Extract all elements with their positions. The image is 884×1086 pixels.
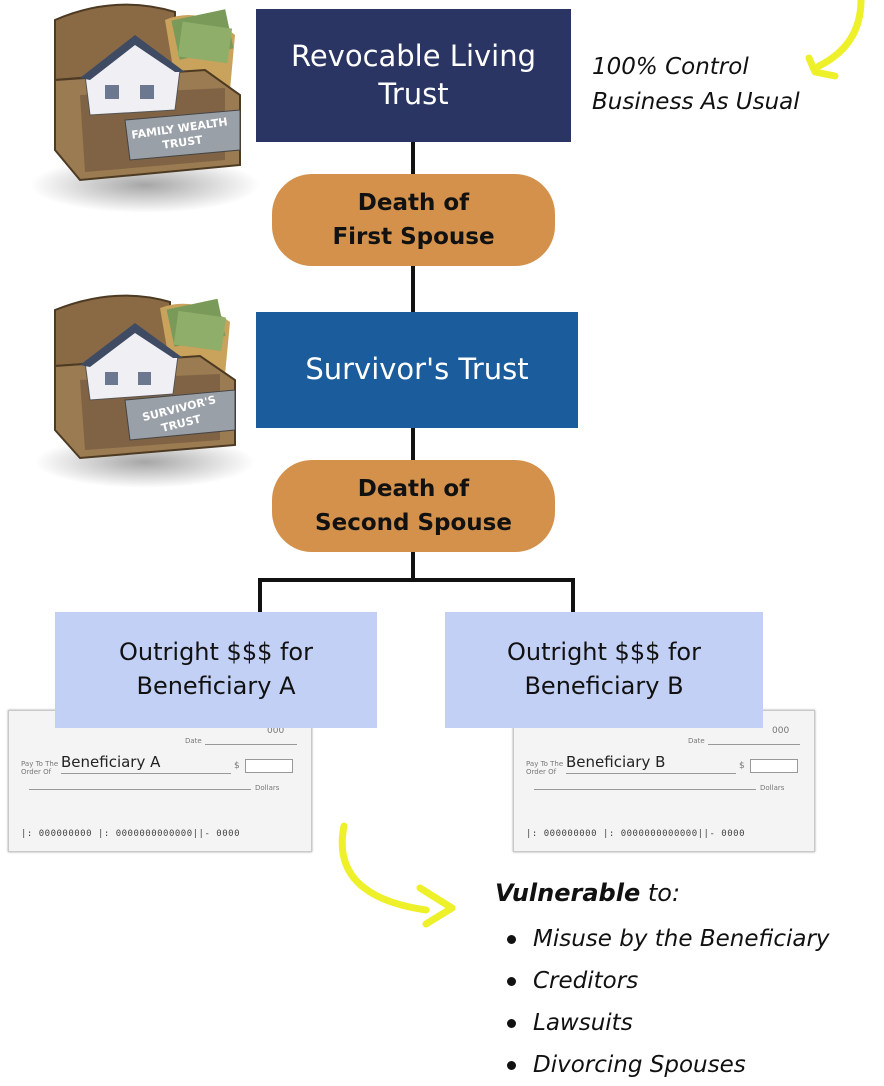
vulnerable-heading-rest: to:	[640, 879, 681, 907]
beneficiary-a-box: Outright $$$ for Beneficiary A	[55, 612, 377, 728]
check-beneficiary-b: 000 Date Pay To The Order Of Beneficiary…	[513, 710, 815, 852]
beneficiary-b-box: Outright $$$ for Beneficiary B	[445, 612, 763, 728]
beneficiary-a-line-2: Beneficiary A	[136, 672, 296, 700]
vulnerable-heading-bold: Vulnerable	[495, 879, 641, 907]
list-item: Creditors	[495, 960, 830, 1002]
list-item: Divorcing Spouses	[495, 1044, 830, 1086]
chest-top-label-2: TRUST	[162, 133, 204, 152]
control-note: 100% Control Business As Usual	[592, 50, 800, 119]
check-b-payee: Beneficiary B	[566, 753, 666, 771]
yellow-curved-arrow-top-icon	[805, 0, 865, 80]
first-death-line-1: Death of	[357, 189, 470, 216]
list-item: Lawsuits	[495, 1002, 830, 1044]
connector-first-death-to-survivor	[411, 266, 415, 312]
check-a-amount-box	[245, 759, 293, 773]
check-a-number: 000	[267, 726, 285, 736]
control-note-line-1: 100% Control	[592, 54, 749, 80]
check-b-amount-box	[750, 759, 798, 773]
connector-branch-horizontal	[258, 578, 575, 582]
second-death-line-1: Death of	[357, 475, 470, 502]
check-b-pay-label: Pay To The Order Of	[526, 760, 564, 776]
connector-survivor-to-second-death	[411, 428, 415, 460]
connector-branch-left	[258, 578, 262, 612]
check-a-pay-label: Pay To The Order Of	[21, 760, 59, 776]
check-a-dollars-rule	[29, 789, 251, 790]
check-a-payee-rule	[61, 773, 231, 774]
check-a-currency: $	[234, 761, 240, 771]
vulnerable-heading: Vulnerable to:	[495, 875, 680, 911]
check-b-number: 000	[772, 726, 790, 736]
revocable-living-trust-box: Revocable Living Trust	[256, 9, 571, 142]
connector-trust-to-first-death	[411, 142, 415, 174]
survivors-trust-chest-image: SURVIVOR'S TRUST	[35, 294, 255, 488]
first-death-line-2: First Spouse	[332, 224, 495, 250]
connector-branch-right	[571, 578, 575, 612]
check-b-date-label: Date	[688, 737, 705, 745]
check-b-dollars-rule	[534, 789, 756, 790]
beneficiary-b-line-2: Beneficiary B	[524, 672, 684, 700]
beneficiary-b-line-1: Outright $$$ for	[507, 638, 701, 667]
family-wealth-trust-chest-image: FAMILY WEALTH TRUST	[30, 3, 260, 213]
list-item: Misuse by the Beneficiary	[495, 918, 830, 960]
check-a-dollars-label: Dollars	[255, 784, 280, 792]
check-b-dollars-label: Dollars	[760, 784, 785, 792]
death-of-first-spouse-node: Death of First Spouse	[272, 174, 555, 266]
check-b-currency: $	[739, 761, 745, 771]
survivors-trust-title: Survivor's Trust	[305, 352, 529, 387]
connector-second-death-trunk	[411, 552, 415, 582]
yellow-curved-arrow-bottom-icon	[338, 822, 456, 928]
revocable-living-trust-title: Revocable Living Trust	[290, 38, 537, 111]
check-b-payee-rule	[566, 773, 736, 774]
check-beneficiary-a: 000 Date Pay To The Order Of Beneficiary…	[8, 710, 312, 852]
check-a-date-rule	[205, 744, 297, 745]
check-a-micr: |: 000000000 |: 0000000000000||- 0000	[21, 829, 240, 839]
vulnerable-list: Misuse by the Beneficiary Creditors Laws…	[495, 918, 830, 1086]
check-b-date-rule	[708, 744, 800, 745]
death-of-second-spouse-node: Death of Second Spouse	[272, 460, 555, 552]
second-death-line-2: Second Spouse	[315, 510, 512, 536]
beneficiary-a-line-1: Outright $$$ for	[119, 638, 313, 667]
check-b-micr: |: 000000000 |: 0000000000000||- 0000	[526, 829, 745, 839]
check-a-date-label: Date	[185, 737, 202, 745]
check-a-payee: Beneficiary A	[61, 753, 161, 771]
survivors-trust-box: Survivor's Trust	[256, 312, 578, 428]
control-note-line-2: Business As Usual	[592, 88, 800, 115]
